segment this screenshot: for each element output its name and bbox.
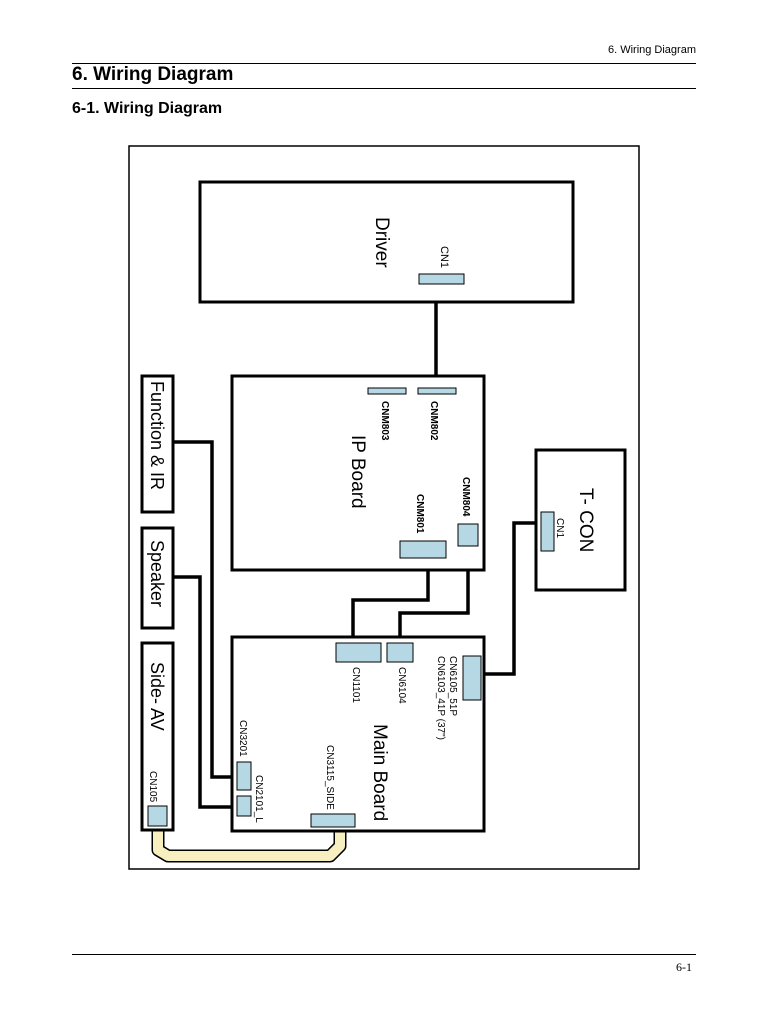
cn6105-connector <box>462 655 482 701</box>
tcon-cn1-connector <box>540 511 555 552</box>
cn6105-label: CN6105_51P <box>447 656 458 716</box>
cn6104-label: CN6104 <box>396 667 407 704</box>
cnm801-label: CNM801 <box>414 494 425 534</box>
tcon-cn1-label: CN1 <box>554 518 565 538</box>
running-header: 6. Wiring Diagram <box>607 44 696 56</box>
cnm801-connector <box>399 540 447 559</box>
wire-function-ir <box>173 440 240 779</box>
cn105-label: CN105 <box>147 771 158 803</box>
driver-board <box>198 180 575 304</box>
side-av-board <box>140 641 175 832</box>
wire-cnm801-cn1101 <box>351 558 430 643</box>
cn1101-label: CN1101 <box>350 667 361 703</box>
wires <box>173 282 541 809</box>
side-av-label: Side- AV <box>147 662 167 731</box>
footer-rule <box>72 954 696 955</box>
ip-board <box>230 374 486 572</box>
function-ir-board <box>140 374 175 514</box>
cn3115-label: CN3115_SIDE <box>324 745 335 810</box>
driver-cn1-label: CN1 <box>438 246 450 268</box>
cnm802-label: CNM802 <box>428 401 439 441</box>
cn3201-label: CN3201 <box>237 720 248 757</box>
cn2101-label: CN2101_L <box>253 775 264 823</box>
cnm802-connector <box>417 387 457 395</box>
speaker-label: Speaker <box>147 540 167 607</box>
page-number: 6-1 <box>676 960 692 974</box>
cn3201-connector <box>236 761 252 791</box>
title-rule <box>72 88 696 89</box>
cn6103-label: CN6103_41P (37") <box>435 656 446 740</box>
wire-tcon-main <box>480 521 541 676</box>
wire-speaker <box>173 575 240 809</box>
driver-cn1-connector <box>418 273 465 285</box>
driver-label: Driver <box>371 217 392 268</box>
cn6104-connector <box>386 642 414 663</box>
side-av-cable-fill <box>153 822 345 861</box>
cn1101-connector <box>335 642 382 663</box>
section-title: 6. Wiring Diagram <box>72 64 234 85</box>
wire-cnm804-cn6104 <box>398 546 470 643</box>
cnm803-label: CNM803 <box>379 401 390 441</box>
ip-board-label: IP Board <box>347 435 368 509</box>
function-ir-label: Function & IR <box>147 381 167 490</box>
main-board-label: Main Board <box>369 724 390 821</box>
diagram-frame <box>128 145 640 870</box>
header-rule <box>72 63 696 64</box>
cn3115-connector <box>310 813 356 828</box>
cnm803-connector <box>367 387 407 395</box>
main-board <box>230 635 486 833</box>
t-con-label: T- CON <box>575 488 596 552</box>
section-subtitle: 6-1. Wiring Diagram <box>72 100 223 117</box>
speaker-board <box>140 526 175 630</box>
cn2101-connector <box>236 795 252 817</box>
cnm804-label: CNM804 <box>460 477 471 517</box>
cnm804-connector <box>457 523 479 547</box>
cn105-connector <box>147 805 168 827</box>
